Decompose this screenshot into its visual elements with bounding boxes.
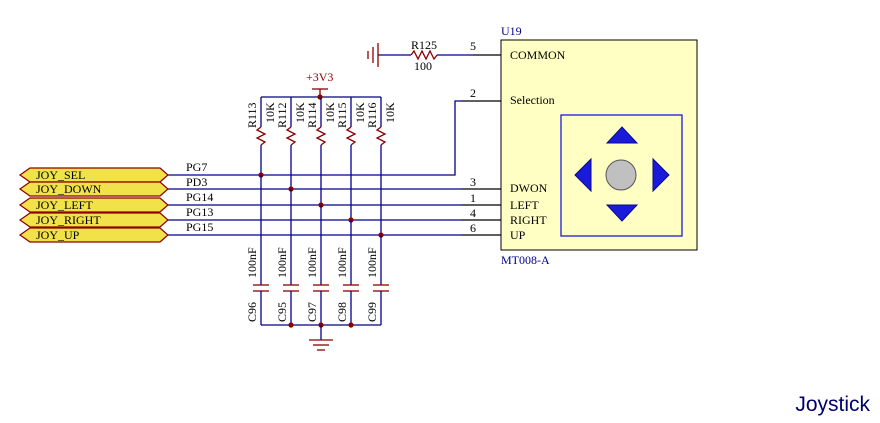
c99-value: 100nF (365, 247, 379, 278)
arrow-up-icon (605, 126, 639, 144)
pin-num-selection: 2 (470, 86, 476, 100)
port-joy-down[interactable]: JOY_DOWN (18, 181, 169, 197)
capacitor-c95[interactable] (283, 189, 299, 325)
r113-value: 10K (263, 102, 277, 123)
capacitor-c98[interactable] (343, 220, 359, 325)
pin-name-left: LEFT (510, 198, 539, 212)
arrow-right-icon (652, 157, 670, 193)
pin-num-right: 4 (470, 206, 476, 220)
pin-name-right: RIGHT (510, 213, 547, 227)
r114-ref: R114 (305, 102, 319, 128)
center-button-icon (605, 159, 637, 191)
r125-value: 100 (414, 59, 432, 73)
junction-gnd-c98 (348, 322, 354, 328)
pin-num-dwon: 3 (470, 175, 476, 189)
net-label-pg7: PG7 (186, 160, 207, 174)
resistor-r114[interactable] (315, 97, 327, 205)
r116-ref: R116 (365, 102, 379, 128)
net-label-pg13: PG13 (186, 205, 213, 219)
ground-symbol (309, 325, 333, 351)
svg-text:JOY_LEFT: JOY_LEFT (36, 198, 93, 212)
r115-value: 10K (353, 102, 367, 123)
arrow-down-icon (605, 204, 639, 222)
r112-value: 10K (293, 102, 307, 123)
pin-num-up: 6 (470, 221, 476, 235)
c96-ref: C96 (245, 302, 259, 322)
capacitor-c96[interactable] (253, 175, 269, 325)
port-joy-up[interactable]: JOY_UP (18, 227, 169, 243)
svg-text:JOY_RIGHT: JOY_RIGHT (36, 213, 101, 227)
pin-name-dwon: DWON (510, 181, 548, 195)
ic-pins (461, 54, 501, 236)
ic-u19-body[interactable] (500, 39, 698, 251)
r115-ref: R115 (335, 102, 349, 128)
r116-value: 10K (383, 102, 397, 123)
wire-selection[interactable] (168, 100, 461, 176)
ic-ref: U19 (501, 24, 522, 38)
net-label-pg14: PG14 (186, 190, 213, 204)
port-joy-left[interactable]: JOY_LEFT (18, 197, 169, 213)
resistor-r113[interactable] (255, 97, 267, 175)
capacitor-c97[interactable] (313, 205, 329, 325)
capacitor-c99[interactable] (373, 235, 389, 325)
c98-value: 100nF (335, 247, 349, 278)
c95-ref: C95 (275, 302, 289, 322)
resistor-r125[interactable] (378, 49, 473, 61)
pin-num-left: 1 (470, 191, 476, 205)
resistor-r116[interactable] (375, 97, 387, 235)
c96-value: 100nF (245, 247, 259, 278)
svg-text:JOY_SEL: JOY_SEL (36, 168, 85, 182)
supply-label: +3V3 (306, 70, 333, 84)
c95-value: 100nF (275, 247, 289, 278)
pin-name-selection: Selection (510, 93, 555, 107)
port-joy-sel[interactable]: JOY_SEL (18, 167, 169, 183)
arrow-left-icon (574, 157, 592, 193)
ground-symbol-common (367, 43, 379, 67)
pin-name-up: UP (510, 228, 526, 242)
net-label-pg15: PG15 (186, 220, 213, 234)
joystick-symbol-frame (560, 114, 683, 237)
c99-ref: C99 (365, 302, 379, 322)
resistor-r112[interactable] (285, 97, 297, 189)
r125-ref: R125 (411, 38, 437, 52)
pin-name-common: COMMON (510, 48, 566, 62)
pin-num-common: 5 (470, 39, 476, 53)
resistor-r115[interactable] (345, 97, 357, 220)
c98-ref: C98 (335, 302, 349, 322)
r112-ref: R112 (275, 102, 289, 128)
c97-ref: C97 (305, 302, 319, 322)
svg-text:JOY_DOWN: JOY_DOWN (36, 182, 102, 196)
junction-gnd-c95 (288, 322, 294, 328)
r113-ref: R113 (245, 102, 259, 128)
port-joy-right[interactable]: JOY_RIGHT (18, 212, 169, 228)
page-title: Joystick (795, 393, 870, 416)
r114-value: 10K (323, 102, 337, 123)
junction-supply (317, 94, 323, 100)
c97-value: 100nF (305, 247, 319, 278)
ic-part: MT008-A (501, 253, 550, 267)
net-label-pd3: PD3 (186, 175, 207, 189)
svg-text:JOY_UP: JOY_UP (36, 228, 80, 242)
